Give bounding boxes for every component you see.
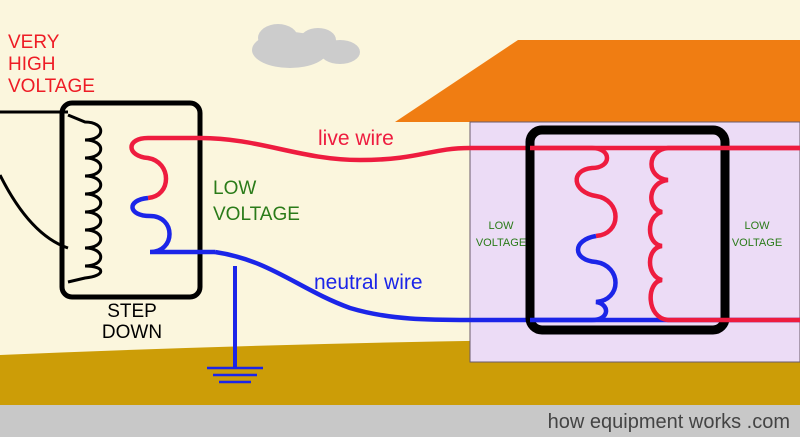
low-voltage-line-1: LOW	[213, 178, 256, 199]
live-wire-label: live wire	[318, 127, 394, 150]
very-high-voltage-line-3: VOLTAGE	[8, 76, 95, 97]
cloud	[252, 24, 360, 68]
step-down-line-1: STEP	[107, 301, 157, 322]
step-down-transformer	[59, 100, 203, 300]
house-low-voltage-left-line-1: LOW	[488, 220, 514, 232]
very-high-voltage-line-2: HIGH	[8, 54, 56, 75]
neutral-wire	[214, 249, 800, 323]
house-secondary-coil	[647, 145, 800, 323]
earth-ground-icon	[207, 266, 263, 384]
house-low-voltage-right-label: LOW VOLTAGE	[732, 220, 782, 249]
primary-coil	[67, 113, 103, 284]
footer-bar	[0, 405, 800, 437]
house-low-voltage-right-line-1: LOW	[744, 220, 770, 232]
house-low-voltage-left-line-2: VOLTAGE	[476, 237, 526, 249]
very-high-voltage-label: VERY HIGH VOLTAGE	[8, 32, 95, 97]
very-high-voltage-line-1: VERY	[8, 32, 60, 53]
house-low-voltage-left-label: LOW VOLTAGE	[476, 220, 526, 249]
house-low-voltage-right-line-2: VOLTAGE	[732, 237, 782, 249]
live-wire	[199, 135, 800, 163]
low-voltage-line-2: VOLTAGE	[213, 204, 300, 225]
house-primary-coil-live	[530, 145, 618, 239]
step-down-line-2: DOWN	[102, 322, 162, 343]
house-primary-coil-neutral	[530, 233, 618, 323]
house-transformer	[525, 125, 730, 335]
house-roof	[395, 40, 800, 122]
low-voltage-label: LOW VOLTAGE	[213, 178, 300, 225]
step-down-label: STEP DOWN	[102, 301, 162, 343]
secondary-coil-live	[129, 135, 200, 201]
footer-credit: how equipment works .com	[548, 411, 790, 433]
neutral-wire-label: neutral wire	[314, 271, 423, 294]
secondary-coil-neutral	[130, 195, 215, 255]
